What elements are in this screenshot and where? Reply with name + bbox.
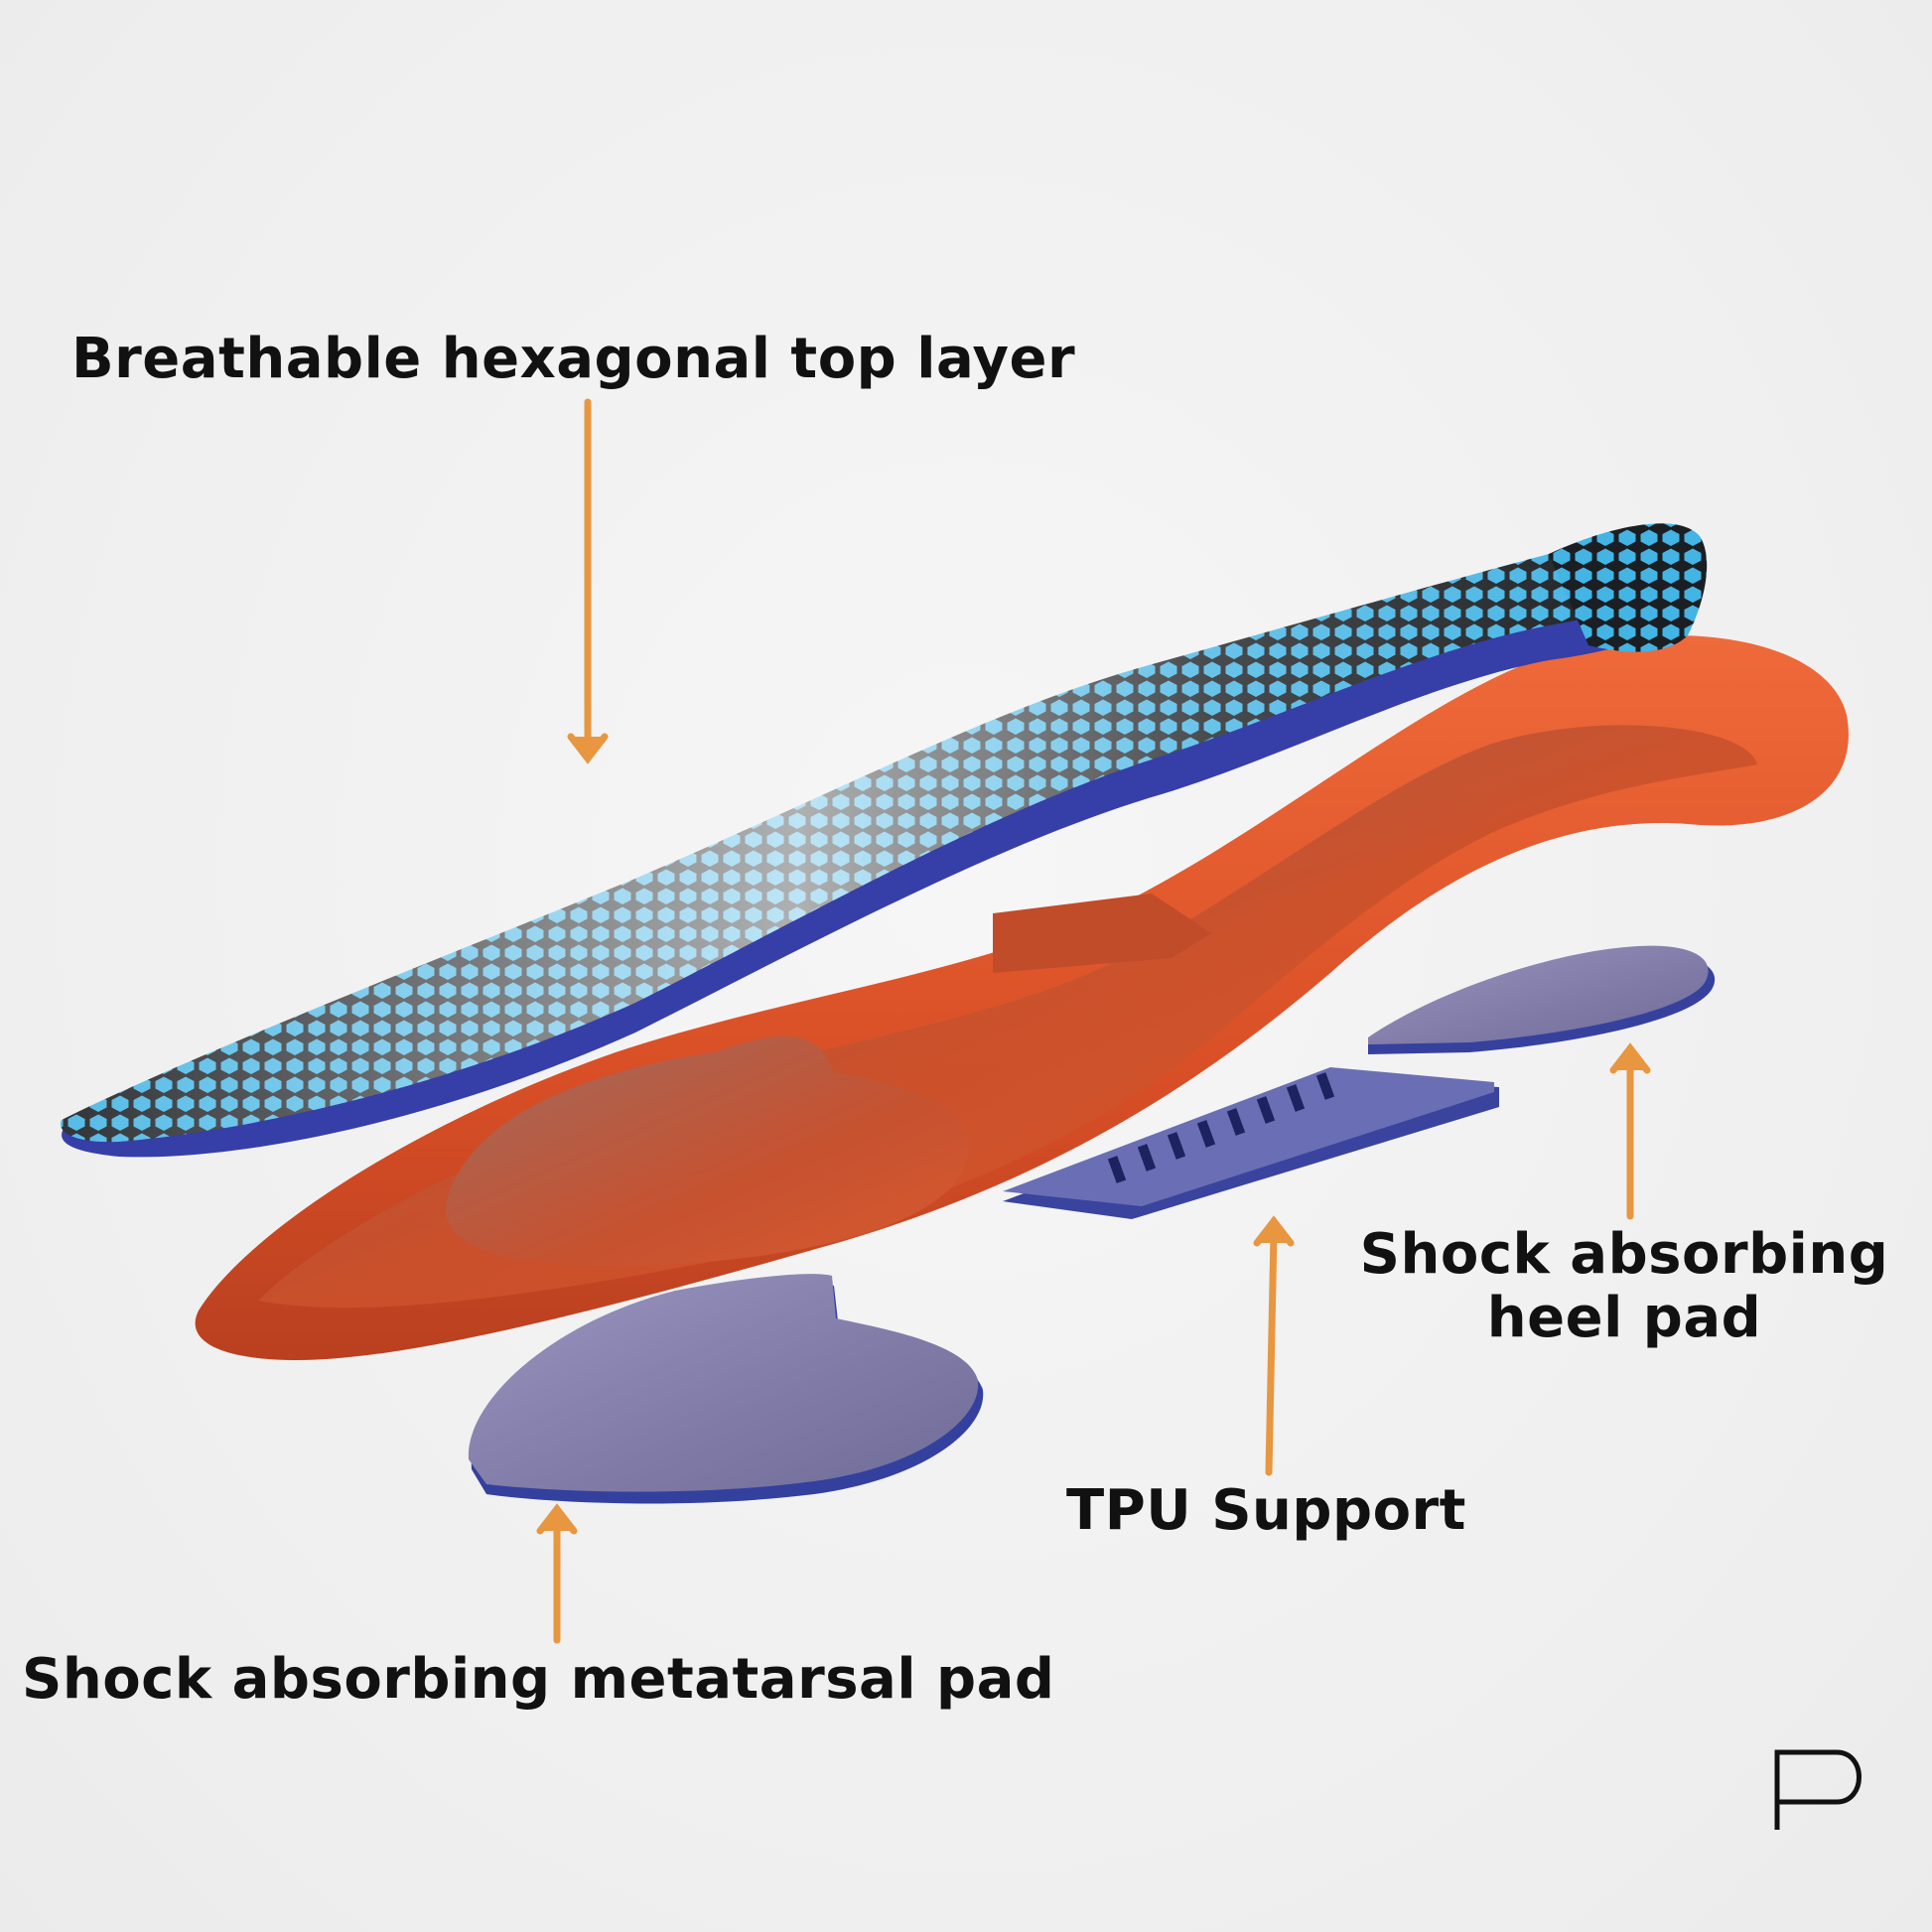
arrow-top-layer (567, 398, 609, 764)
arrow-metatarsal-pad (536, 1503, 578, 1644)
tpu-support-shape (1003, 1067, 1499, 1219)
orange-shell (195, 635, 1849, 1360)
label-heel-pad-line1: Shock absorbing (1359, 1222, 1889, 1287)
label-top-layer: Breathable hexagonal top layer (71, 327, 1076, 391)
top-hexagonal-layer (60, 523, 1708, 1158)
heel-pad-shape (1368, 945, 1716, 1054)
p-logo-icon (1774, 1749, 1862, 1830)
label-tpu-support: TPU Support (1066, 1478, 1466, 1543)
label-metatarsal-pad: Shock absorbing metatarsal pad (22, 1647, 1055, 1712)
metatarsal-pad-shape (468, 1274, 984, 1504)
label-heel-pad-line2: heel pad (1486, 1286, 1762, 1351)
arrow-heel-pad (1609, 1042, 1651, 1220)
label-heel-pad: Shock absorbing heel pad (1346, 1222, 1902, 1351)
arrow-tpu-support (1253, 1215, 1295, 1476)
